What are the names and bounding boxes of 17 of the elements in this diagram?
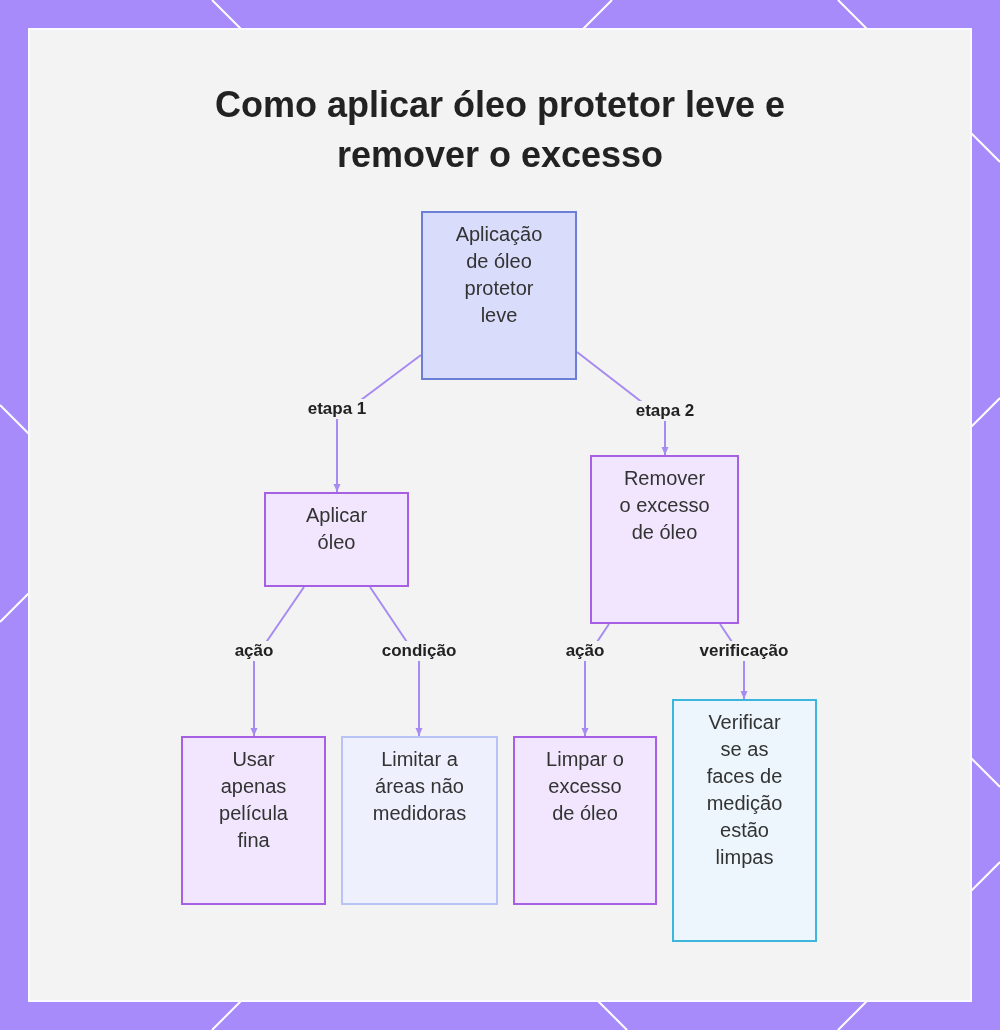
- arrow: [250, 586, 305, 737]
- process-box: [181, 736, 326, 905]
- process-box: [421, 211, 577, 380]
- node-text: Verificar se as faces de medição estão limpas: [705, 710, 784, 870]
- process-box: [341, 736, 498, 905]
- node-text: Aplicação de óleo protetor leve: [454, 222, 544, 328]
- process-box: [513, 736, 657, 905]
- node-text: Limitar a áreas não medidoras: [371, 747, 468, 826]
- node-text: Remover o excesso de óleo: [618, 466, 711, 545]
- process-box: [590, 455, 739, 624]
- node-text: Limpar o excesso de óleo: [545, 747, 625, 826]
- node-text: Aplicar óleo: [304, 503, 369, 555]
- arrow: [369, 586, 423, 737]
- process-box: [264, 492, 409, 587]
- diagram-title: Como aplicar óleo protetor leve e remover o excesso: [213, 83, 787, 177]
- node-text: Usar apenas película fina: [218, 747, 289, 853]
- process-box: [672, 699, 817, 942]
